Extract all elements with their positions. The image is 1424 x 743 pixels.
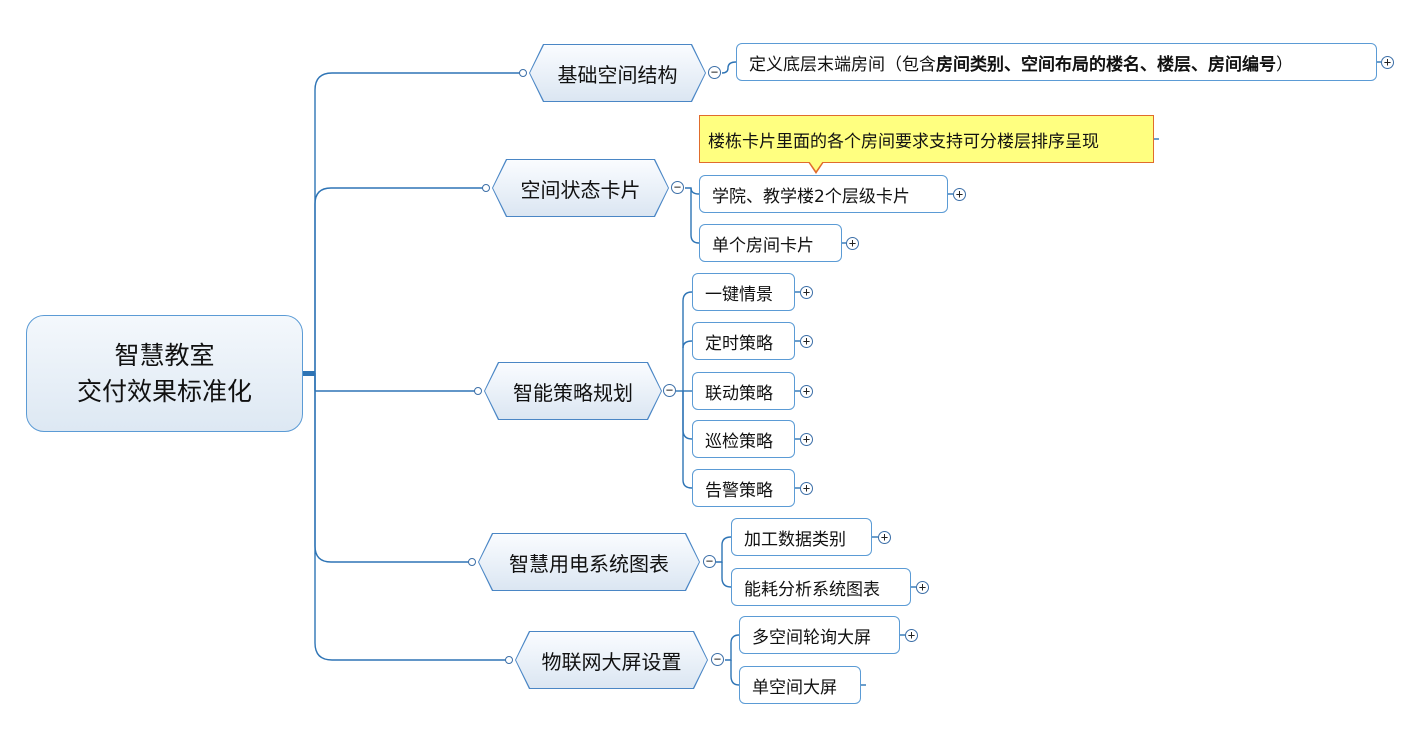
leaf-inspection-strategy[interactable]: 巡检策略	[692, 420, 795, 458]
branch-iot-big-screen-settings[interactable]: 物联网大屏设置	[516, 632, 707, 688]
branch-space-status-card[interactable]: 空间状态卡片	[493, 160, 668, 216]
leaf-energy-analysis-charts[interactable]: 能耗分析系统图表	[731, 568, 911, 606]
expand-icon[interactable]: +	[846, 237, 859, 250]
collapse-icon[interactable]: −	[703, 555, 716, 568]
expand-icon[interactable]: +	[800, 433, 813, 446]
expand-icon[interactable]: +	[800, 286, 813, 299]
expand-icon[interactable]: +	[800, 385, 813, 398]
callout-tail-fill	[809, 161, 823, 171]
leaf-linkage-strategy[interactable]: 联动策略	[692, 372, 795, 410]
leaf-define-rooms[interactable]: 定义底层末端房间（包含房间类别、空间布局的楼名、楼层、房间编号）	[736, 43, 1377, 81]
expand-icon[interactable]: +	[905, 629, 918, 642]
leaf-text-bold: 房间类别、空间布局的楼名、楼层、房间编号	[936, 54, 1276, 75]
expand-icon[interactable]: +	[800, 482, 813, 495]
branch-anchor-dot	[505, 656, 513, 664]
root-title-line2: 交付效果标准化	[76, 376, 252, 406]
expand-icon[interactable]: +	[800, 335, 813, 348]
expand-icon[interactable]: +	[953, 188, 966, 201]
leaf-timed-strategy[interactable]: 定时策略	[692, 322, 795, 360]
expand-icon[interactable]: +	[878, 531, 891, 544]
collapse-icon[interactable]: −	[708, 66, 721, 79]
root-connector	[303, 371, 315, 376]
expand-icon[interactable]: +	[1381, 56, 1394, 69]
branch-anchor-dot	[519, 69, 527, 77]
leaf-single-room-card[interactable]: 单个房间卡片	[699, 224, 842, 262]
leaf-processed-data-categories[interactable]: 加工数据类别	[731, 518, 872, 556]
root-title-line1: 智慧教室	[114, 340, 215, 370]
branch-anchor-dot	[474, 387, 482, 395]
collapse-icon[interactable]: −	[663, 384, 676, 397]
collapse-icon[interactable]: −	[671, 181, 684, 194]
callout-note: 楼栋卡片里面的各个房间要求支持可分楼层排序呈现	[699, 115, 1154, 163]
collapse-icon[interactable]: −	[711, 653, 724, 666]
branch-anchor-dot	[468, 558, 476, 566]
leaf-one-key-scene[interactable]: 一键情景	[692, 273, 795, 311]
branch-basic-space-structure[interactable]: 基础空间结构	[530, 45, 705, 101]
branch-anchor-dot	[482, 184, 490, 192]
leaf-single-space-screen[interactable]: 单空间大屏	[739, 666, 861, 704]
leaf-alarm-strategy[interactable]: 告警策略	[692, 469, 795, 507]
root-topic[interactable]: 智慧教室 交付效果标准化	[26, 315, 303, 432]
leaf-text-suffix: ）	[1276, 54, 1293, 75]
branch-smart-strategy-planning[interactable]: 智能策略规划	[485, 363, 661, 419]
branch-smart-power-charts[interactable]: 智慧用电系统图表	[479, 534, 699, 590]
leaf-multi-space-polling-screen[interactable]: 多空间轮询大屏	[739, 616, 900, 654]
expand-icon[interactable]: +	[916, 581, 929, 594]
leaf-college-building-cards[interactable]: 学院、教学楼2个层级卡片	[699, 175, 948, 213]
leaf-text-prefix: 定义底层末端房间（包含	[749, 54, 936, 75]
